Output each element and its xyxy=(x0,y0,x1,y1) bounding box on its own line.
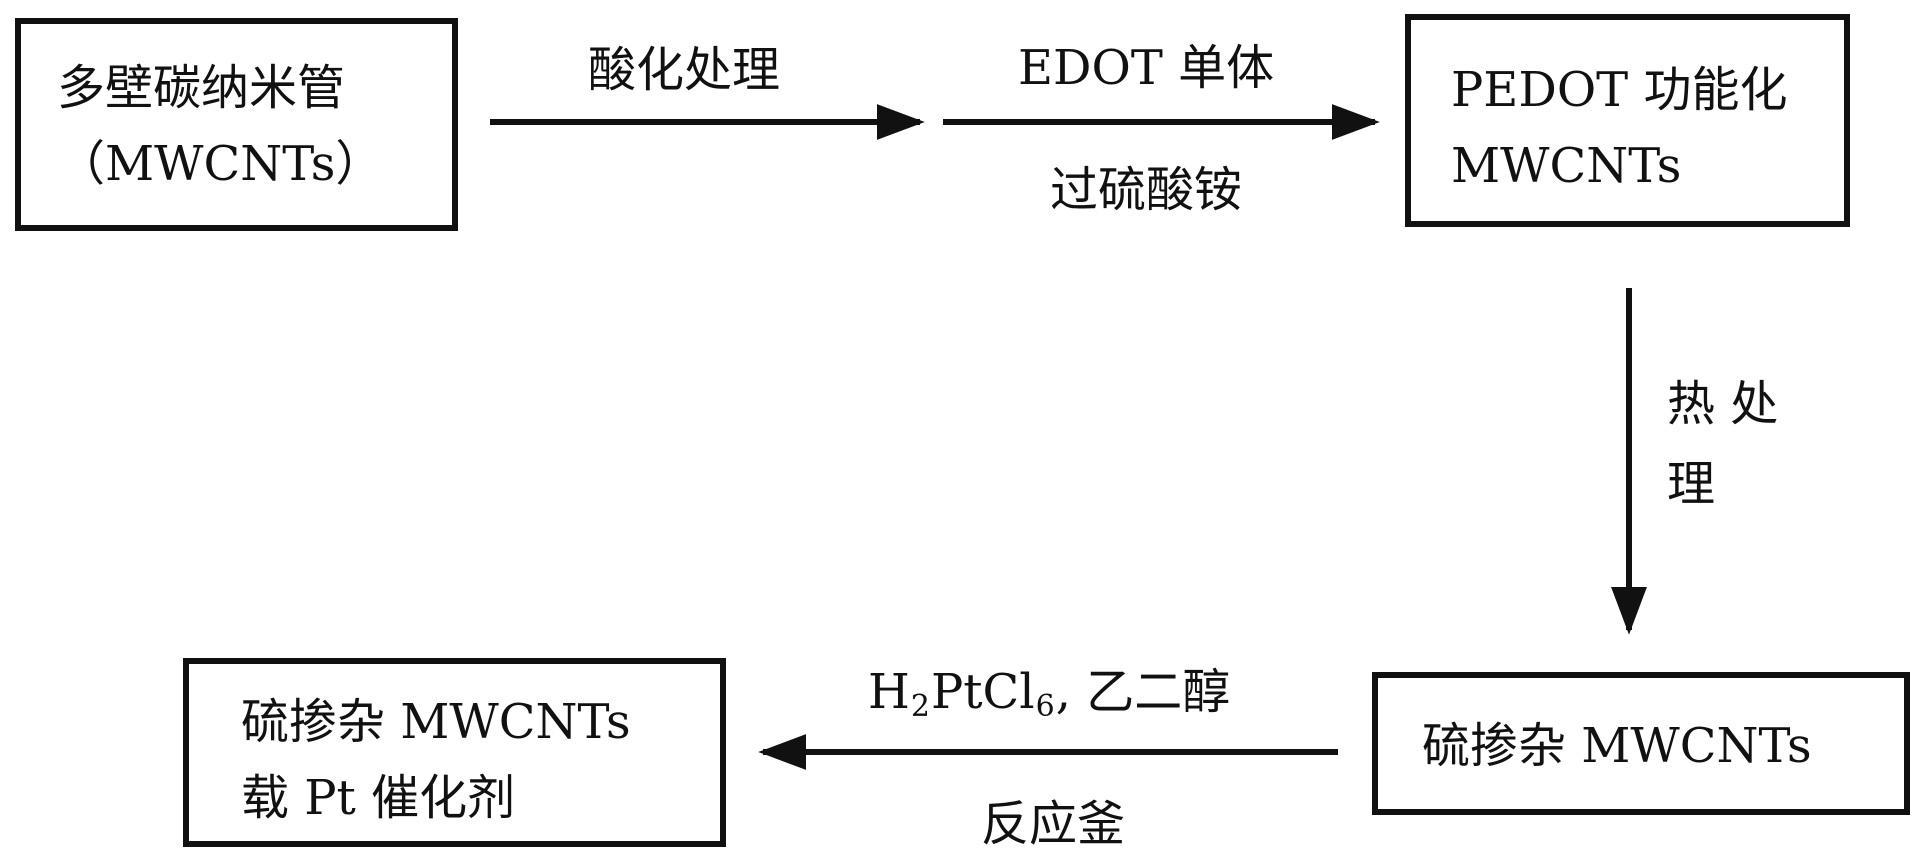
box-catalyst-line2: 载 Pt 催化剂 xyxy=(241,760,720,836)
label-ammonium-persulfate: 过硫酸铵 xyxy=(1050,166,1242,214)
box-pedot-line1: PEDOT 功能化 xyxy=(1451,52,1844,128)
box-catalyst-line1: 硫掺杂 MWCNTs xyxy=(241,684,720,760)
label-edot-monomer: EDOT 单体 xyxy=(1018,44,1274,92)
box-mwcnts-line2: （MWCNTs） xyxy=(57,126,452,202)
box-sulfur-doped-mwcnts: 硫掺杂 MWCNTs xyxy=(1372,672,1910,815)
label-pt-sub2: 6 xyxy=(1036,689,1055,724)
label-pt-rest: , 乙二醇 xyxy=(1056,664,1231,720)
label-pt-h: H xyxy=(868,664,910,720)
box-mwcnts-line1: 多壁碳纳米管 xyxy=(57,50,452,126)
label-pt-sub1: 2 xyxy=(911,689,930,724)
box-mwcnts: 多壁碳纳米管 （MWCNTs） xyxy=(15,18,458,231)
label-reactor: 反应釜 xyxy=(981,800,1125,848)
label-pt-mid: PtCl xyxy=(931,664,1035,720)
box-pedot-line2: MWCNTs xyxy=(1451,128,1844,204)
box-sdoped-line1: 硫掺杂 MWCNTs xyxy=(1422,708,1904,784)
label-heat-treatment-line1: 热 处 xyxy=(1667,380,1778,428)
label-heat-treatment-line2: 理 xyxy=(1667,460,1715,508)
label-acid-treatment: 酸化处理 xyxy=(588,46,780,94)
box-pedot-mwcnts: PEDOT 功能化 MWCNTs xyxy=(1405,14,1850,227)
box-pt-catalyst: 硫掺杂 MWCNTs 载 Pt 催化剂 xyxy=(183,658,726,847)
label-pt-precursor: H2PtCl6, 乙二醇 xyxy=(868,668,1230,716)
